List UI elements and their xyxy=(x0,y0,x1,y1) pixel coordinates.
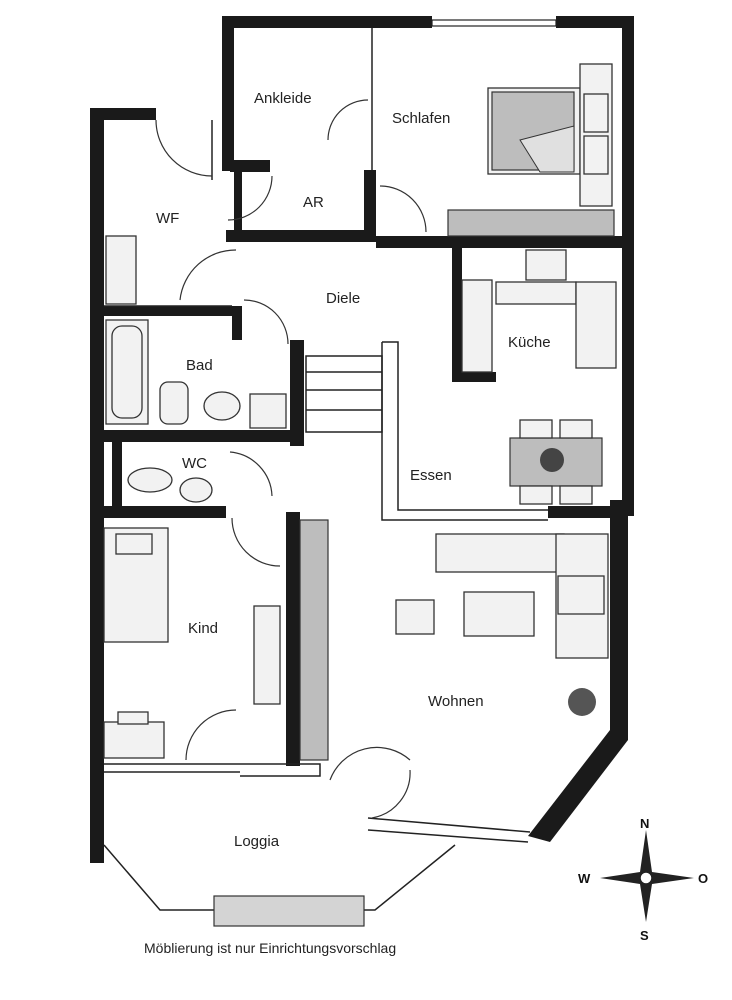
room-label-ankleide: Ankleide xyxy=(254,90,312,107)
compass-north-label: N xyxy=(640,816,649,831)
room-labels: Ankleide Schlafen WF AR Diele Küche Bad … xyxy=(156,90,551,850)
room-label-diele: Diele xyxy=(326,290,360,307)
room-label-schlafen: Schlafen xyxy=(392,110,450,127)
room-label-wohnen: Wohnen xyxy=(428,693,484,710)
room-label-ar: AR xyxy=(303,194,324,211)
room-label-essen: Essen xyxy=(410,467,452,484)
furnishing-note: Möblierung ist nur Einrichtungsvorschlag xyxy=(144,940,396,956)
room-label-kind: Kind xyxy=(188,620,218,637)
room-label-wc: WC xyxy=(182,455,207,472)
doors xyxy=(155,99,427,819)
compass-south-label: S xyxy=(640,928,649,943)
room-label-bad: Bad xyxy=(186,357,213,374)
room-label-kueche: Küche xyxy=(508,334,551,351)
walls xyxy=(90,16,634,863)
compass-east-label: O xyxy=(698,871,708,886)
partitions xyxy=(103,28,548,911)
furniture xyxy=(103,63,617,927)
compass-rose: N S W O xyxy=(578,816,708,943)
room-label-loggia: Loggia xyxy=(234,833,280,850)
compass-west-label: W xyxy=(578,871,591,886)
room-label-wf: WF xyxy=(156,210,179,227)
